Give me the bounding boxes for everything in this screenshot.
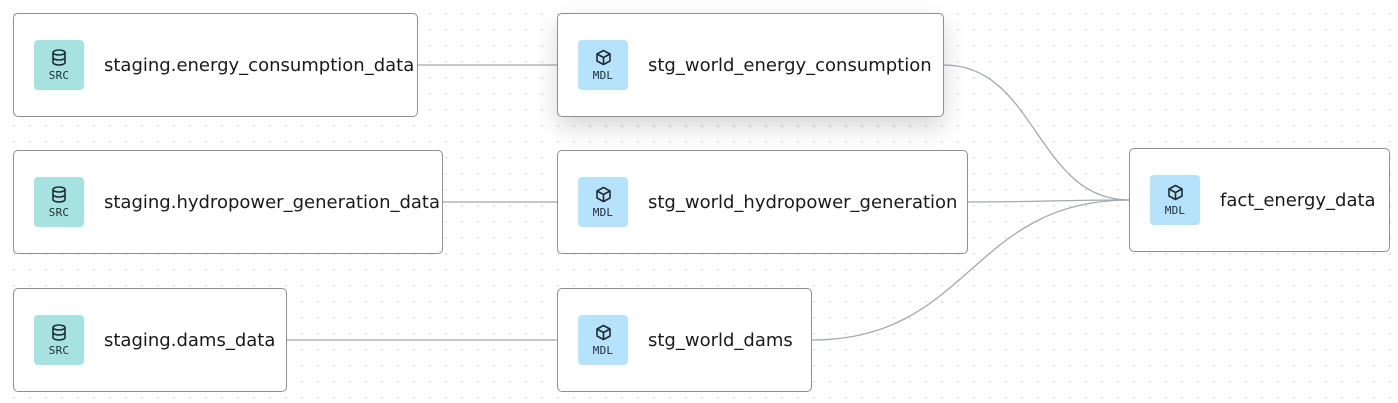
database-icon: [52, 185, 66, 203]
source-node-label: staging.hydropower_generation_data: [104, 191, 441, 213]
source-badge: SRC: [34, 177, 84, 227]
model-node-stg-world-hydropower-generation[interactable]: MDL stg_world_hydropower_generation: [557, 150, 968, 254]
model-badge-text: MDL: [592, 205, 614, 219]
model-badge: MDL: [1150, 175, 1200, 225]
source-node-label: staging.energy_consumption_data: [104, 54, 415, 76]
model-node-stg-world-dams[interactable]: MDL stg_world_dams: [557, 288, 812, 392]
model-node-label: stg_world_energy_consumption: [648, 54, 932, 76]
source-badge-text: SRC: [48, 68, 70, 82]
cube-icon: [595, 49, 611, 65]
model-node-fact-energy-data[interactable]: MDL fact_energy_data: [1129, 148, 1390, 252]
model-node-label: fact_energy_data: [1220, 189, 1376, 211]
model-badge-text: MDL: [592, 68, 614, 82]
source-node-energy-consumption[interactable]: SRC staging.energy_consumption_data: [13, 13, 418, 117]
model-node-stg-world-energy-consumption[interactable]: MDL stg_world_energy_consumption: [557, 13, 944, 117]
source-badge-text: SRC: [48, 205, 70, 219]
model-badge-text: MDL: [592, 343, 614, 357]
edge-mdl_energy-to-mdl_fact: [943, 64, 1130, 201]
database-icon: [52, 323, 66, 341]
source-badge: SRC: [34, 315, 84, 365]
model-node-label: stg_world_dams: [648, 329, 793, 351]
source-badge-text: SRC: [48, 343, 70, 357]
cube-icon: [1167, 184, 1183, 200]
edge-mdl_hydro-to-mdl_fact: [967, 199, 1130, 203]
model-badge: MDL: [578, 315, 628, 365]
source-badge: SRC: [34, 40, 84, 90]
model-node-label: stg_world_hydropower_generation: [648, 191, 958, 213]
cube-icon: [595, 324, 611, 340]
model-badge: MDL: [578, 40, 628, 90]
model-badge: MDL: [578, 177, 628, 227]
source-node-hydropower-generation[interactable]: SRC staging.hydropower_generation_data: [13, 150, 443, 254]
model-badge-text: MDL: [1164, 203, 1186, 217]
database-icon: [52, 48, 66, 66]
cube-icon: [595, 186, 611, 202]
source-node-label: staging.dams_data: [104, 329, 276, 351]
source-node-dams[interactable]: SRC staging.dams_data: [13, 288, 287, 392]
